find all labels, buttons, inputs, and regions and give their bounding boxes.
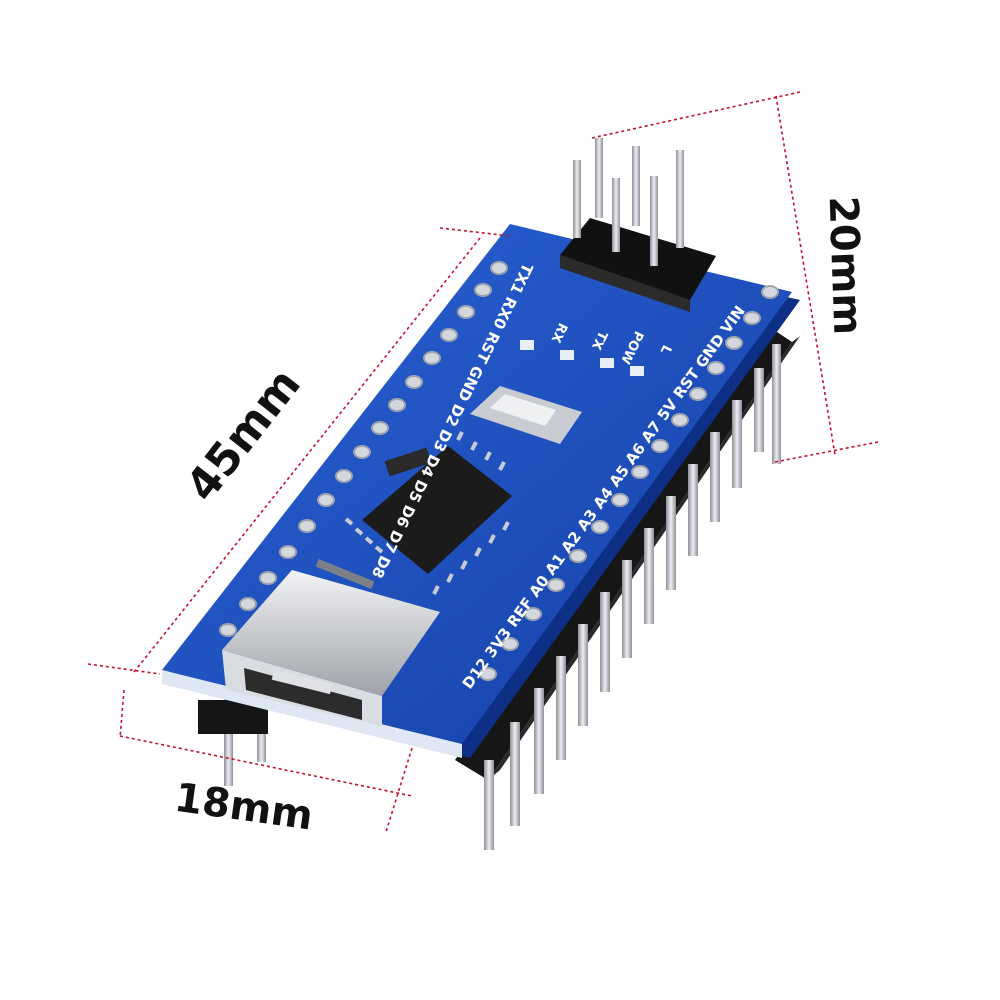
right-header-pins xyxy=(484,344,781,850)
crystal xyxy=(384,447,432,477)
left-bottom-pins xyxy=(198,690,268,786)
status-leds xyxy=(520,340,644,376)
led-label-tx: TX xyxy=(588,328,610,352)
atmega-chip xyxy=(344,431,512,595)
mini-usb-connector xyxy=(222,559,440,726)
height-dimension-label: 20mm xyxy=(820,195,871,336)
length-dimension-label: 45mm xyxy=(176,359,310,511)
right-header-holes xyxy=(479,285,779,681)
icsp-header xyxy=(560,138,716,312)
dimension-lines xyxy=(87,91,879,833)
left-header-holes xyxy=(219,261,508,637)
reset-button xyxy=(470,386,582,444)
width-dimension-label: 18mm xyxy=(172,775,316,840)
